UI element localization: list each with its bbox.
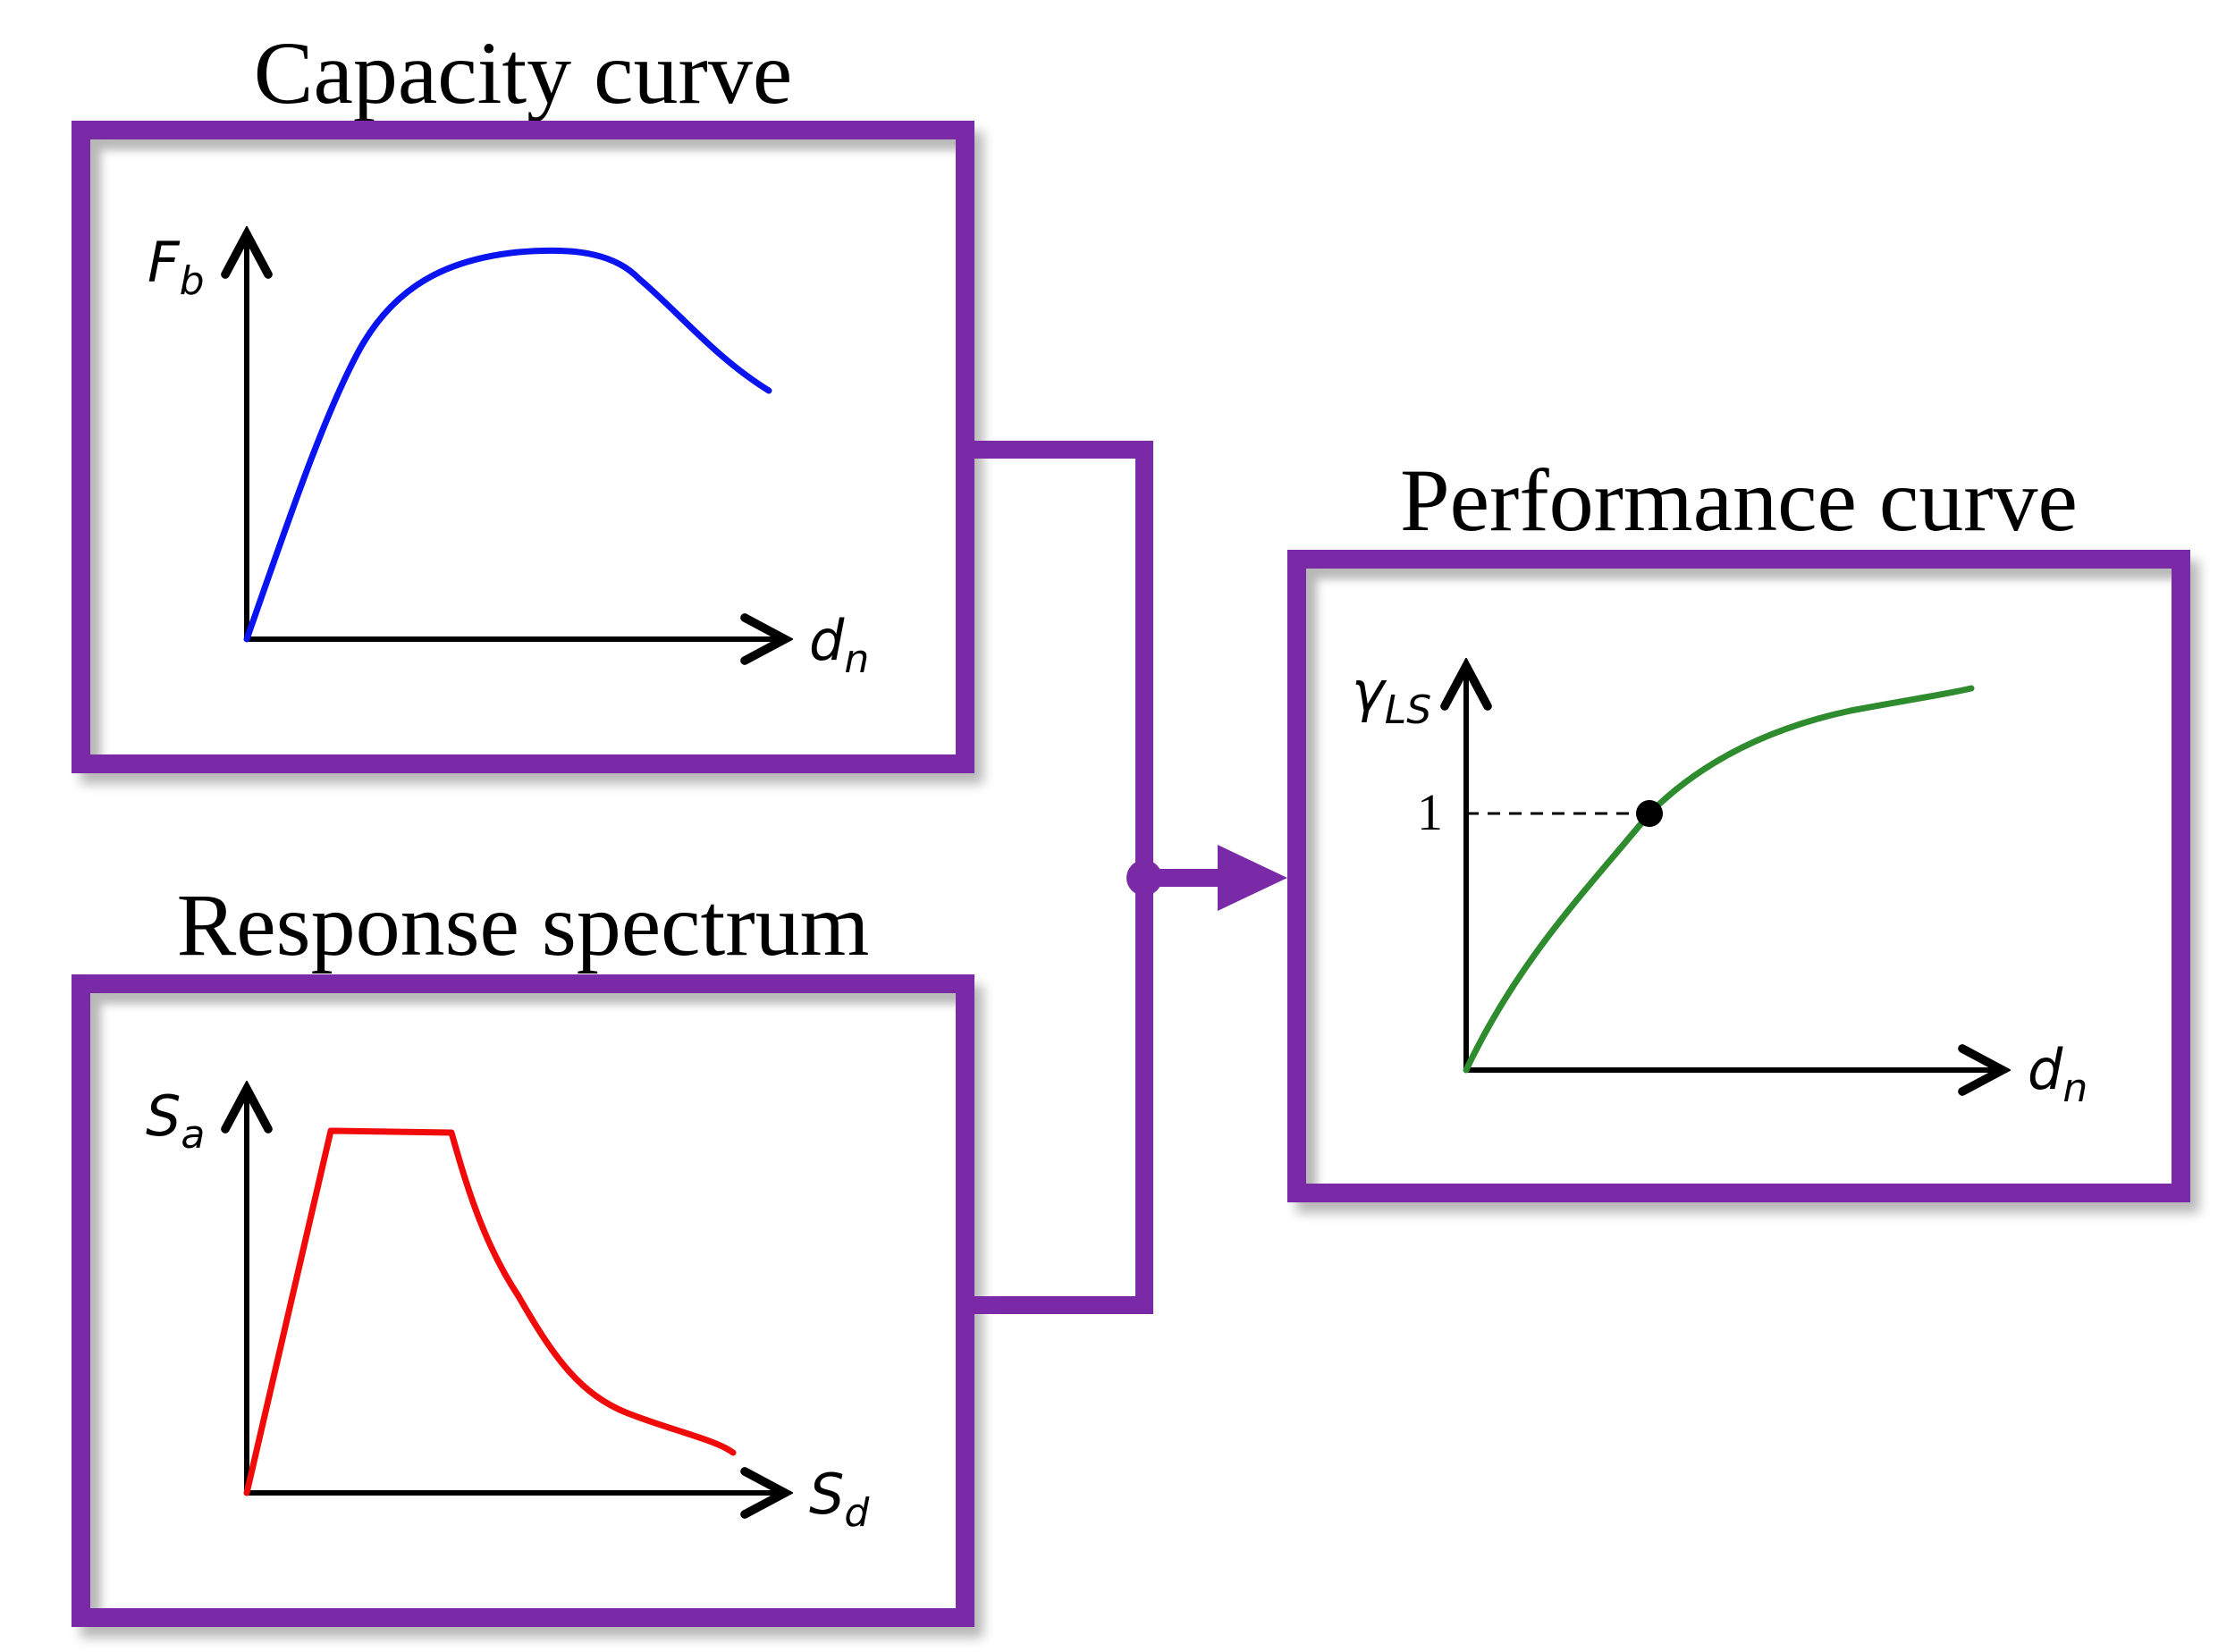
response-y-axis-symbol: S — [146, 1083, 181, 1149]
capacity-x-axis-symbol: d — [809, 608, 845, 673]
performance-x-axis-symbol: d — [2028, 1037, 2063, 1102]
threshold-tick-label: 1 — [1417, 783, 1443, 841]
performance-curve-line — [1463, 685, 1975, 1074]
response-y-axis-subscript: a — [181, 1112, 205, 1158]
svg-text:Fb: Fb — [148, 230, 205, 304]
capacity-y-axis-symbol: F — [148, 230, 181, 295]
performance-threshold-point — [1636, 800, 1663, 827]
response-x-axis-subscript: d — [844, 1490, 870, 1536]
connector-bracket — [974, 441, 1153, 1314]
capacity-y-axis-subscript: b — [180, 258, 205, 304]
combination-connector — [974, 441, 1287, 1314]
performance-curve-title: Performance curve — [1400, 451, 2078, 550]
svg-text:Sd: Sd — [809, 1462, 870, 1536]
response-spectrum-line — [243, 1127, 737, 1496]
performance-curve-panel — [1287, 550, 2190, 1202]
svg-text:Sa: Sa — [146, 1083, 205, 1158]
capacity-plot: Fb dn — [148, 230, 869, 682]
svg-text:dn: dn — [809, 608, 869, 682]
performance-y-axis-subscript: LS — [1385, 687, 1431, 733]
response-plot: Sa Sd — [146, 1083, 870, 1536]
response-x-axis-symbol: S — [809, 1462, 844, 1527]
capacity-curve-line — [243, 247, 772, 643]
response-spectrum-title: Response spectrum — [176, 875, 870, 974]
performance-y-axis-symbol: γ — [1352, 659, 1387, 724]
capacity-curve-title: Capacity curve — [253, 23, 793, 122]
connector-arrow-head — [1218, 845, 1287, 911]
performance-plot: 1 γLS dn — [1352, 659, 2087, 1111]
performance-x-axis-subscript: n — [2062, 1066, 2087, 1111]
capacity-x-axis-subscript: n — [844, 636, 869, 682]
svg-text:γLS: γLS — [1352, 659, 1431, 733]
svg-text:dn: dn — [2028, 1037, 2087, 1111]
